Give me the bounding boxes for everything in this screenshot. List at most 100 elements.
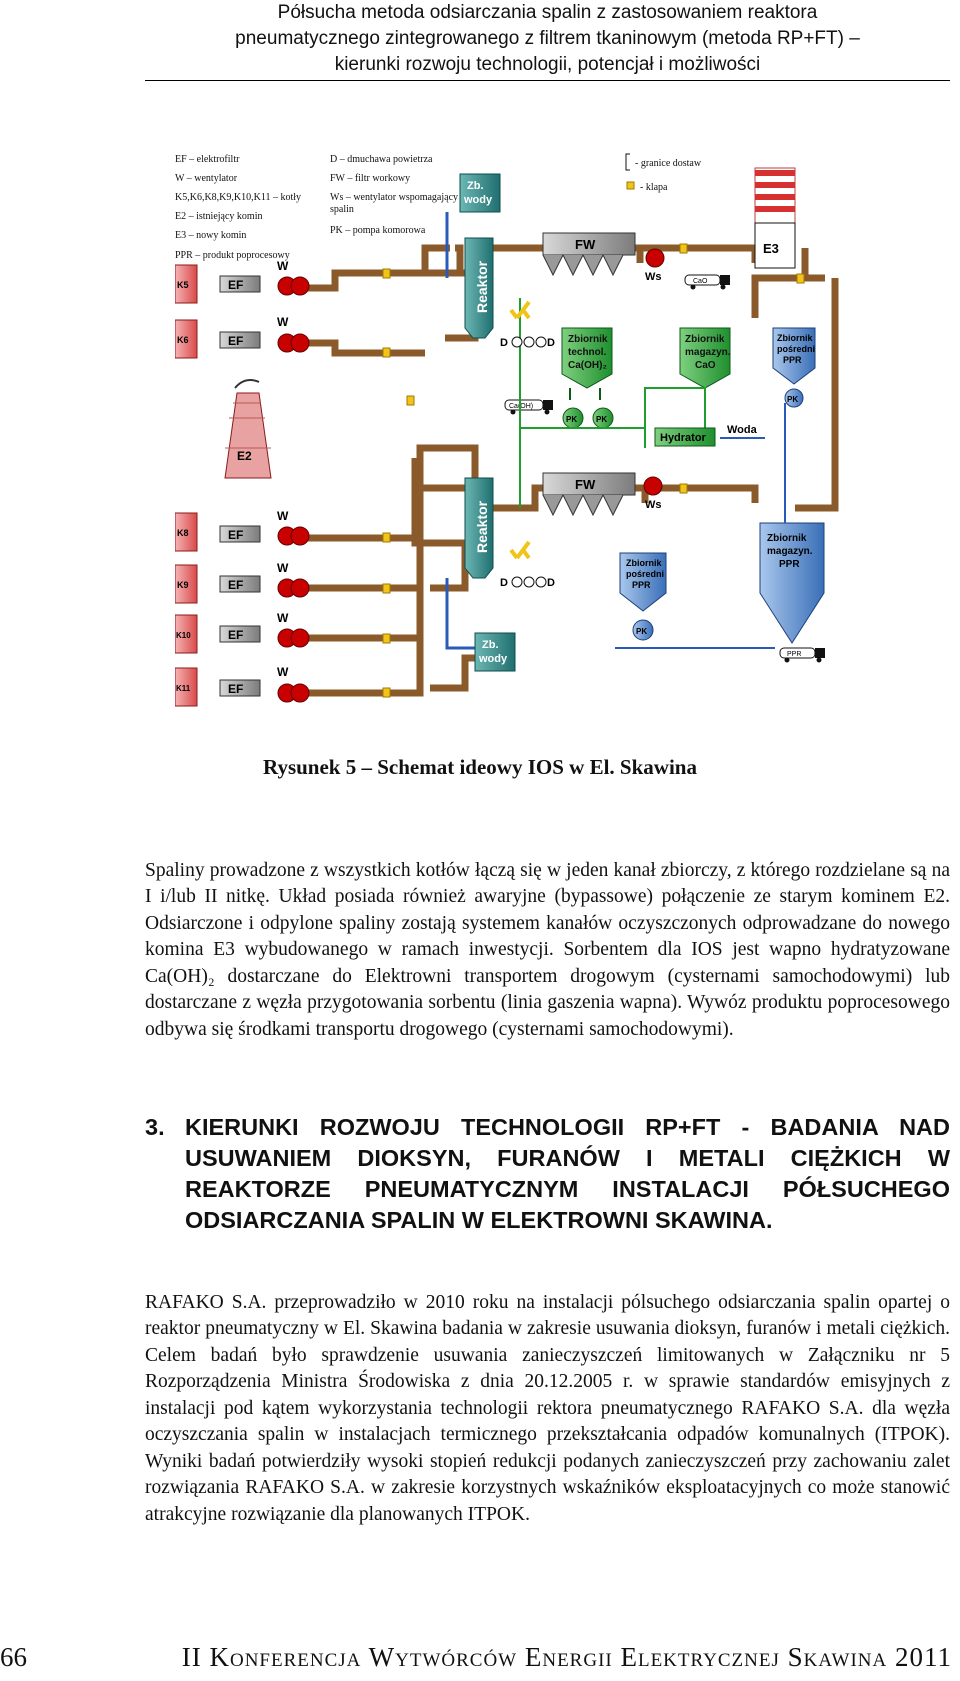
legend-ws: Ws – wentylator wspomagający (330, 192, 458, 203)
tank-posr-top-line1: Zbiornik (777, 333, 813, 343)
hydrator-label: Hydrator (660, 432, 707, 444)
water-tank-bottom-line1: Zb. (482, 639, 499, 651)
bag-filter-bottom: FW (542, 472, 636, 517)
boiler-row-k9: K9 (175, 564, 198, 604)
w-k9-label: W (277, 561, 289, 575)
cao-truck-icon: CaO (684, 274, 730, 290)
klapa-icon (626, 181, 635, 190)
ef-labels: EF EF EF EF EF EF (228, 278, 243, 696)
e3-label: E3 (763, 241, 779, 256)
figure-caption: Rysunek 5 – Schemat ideowy IOS w El. Ska… (263, 755, 697, 779)
chimney-e2: E2 (224, 379, 272, 479)
ppr-truck-label: PPR (787, 651, 801, 658)
tank-posr-top-line3: PPR (783, 355, 802, 365)
legend-d: D – dmuchawa powietrza (330, 154, 433, 165)
boiler-k10-label: K10 (176, 631, 191, 640)
blower-bottom-d2: D (547, 577, 555, 589)
tank-technol: Zbiornik technol. Ca(OH)₂ (561, 327, 613, 389)
chimney-e3: E3 (754, 167, 796, 269)
pk-pumps-green: PK PK (562, 388, 614, 429)
legend-k: K5,K6,K8,K9,K10,K11 – kotły (175, 192, 301, 203)
w-k11-label: W (277, 665, 289, 679)
reactor-top: Reaktor (464, 237, 494, 339)
legend-e3: E3 – nowy komin (175, 230, 246, 241)
page-footer: 66 II Konferencja Wytwórców Energii Elek… (0, 1642, 960, 1678)
w-k10-label: W (277, 611, 289, 625)
boiler-row-k6: K6 (175, 319, 198, 359)
legend-fw: FW – filtr workowy (330, 173, 410, 184)
tank-cao-line1: Zbiornik (685, 334, 725, 345)
w-k6-label: W (277, 315, 289, 329)
tank-cao-line2: magazyn. (685, 347, 731, 358)
ws-top-label: Ws (645, 271, 662, 283)
ef-k11-label: EF (228, 682, 243, 696)
header-line-1: Półsucha metoda odsiarczania spalin z za… (277, 2, 818, 23)
w-k8-label: W (277, 509, 289, 523)
ppr-truck-icon: PPR (779, 647, 825, 663)
ef-k8-label: EF (228, 528, 243, 542)
tank-posr-ppr-bottom: Zbiornik pośredni PPR PK (615, 552, 775, 649)
bag-filter-top: FW (542, 232, 636, 277)
blower-top-d2: D (547, 337, 555, 349)
caoh-truck-icon: Ca(OH) (504, 399, 553, 415)
legend-e2: E2 – istniejący komin (175, 211, 263, 222)
header-line-3: kierunki rozwoju technologii, potencjał … (334, 54, 761, 75)
section-number: 3. (145, 1114, 165, 1140)
pk-green-1-label: PK (566, 415, 577, 424)
fw-bottom-label: FW (575, 477, 596, 492)
tank-posr-bottom-line3: PPR (632, 580, 651, 590)
ef-k5-label: EF (228, 278, 243, 292)
header-line-2: pneumatycznego zintegrowanego z filtrem … (235, 28, 860, 49)
ws-bottom-fan (643, 476, 663, 496)
w-fans (277, 276, 310, 703)
legend-pk: PK – pompa komorowa (330, 225, 426, 236)
tank-mag-ppr-line3: PPR (779, 559, 800, 570)
water-tank-bottom-line2: wody (478, 653, 508, 665)
tank-cao: Zbiornik magazyn. CaO (679, 327, 731, 389)
e2-label: E2 (237, 449, 252, 463)
tank-technol-line3: Ca(OH)₂ (568, 360, 607, 371)
ef-units (219, 275, 261, 697)
legend-ws-2: spalin (330, 204, 354, 215)
ws-bottom-label: Ws (645, 499, 662, 511)
boiler-row-k11: K11 (175, 667, 198, 707)
bracket-icon (625, 153, 630, 171)
boiler-row-k8: K8 (175, 512, 198, 552)
ios-schematic-diagram: EF – elektrofiltr W – wentylator K5,K6,K… (175, 153, 839, 707)
ios-schematic-figure: EF – elektrofiltr W – wentylator K5,K6,K… (175, 148, 950, 743)
blowers-bottom: D D (500, 540, 555, 589)
water-tank-bottom: Zb. wody (445, 578, 516, 672)
blower-top-d1: D (500, 337, 508, 349)
legend-klapa: - klapa (640, 182, 668, 193)
paragraph-1: Spaliny prowadzone z wszystkich kotłów ł… (145, 859, 950, 1040)
running-header: Półsucha metoda odsiarczania spalin z za… (145, 0, 950, 78)
blowers-top: D D (500, 300, 555, 349)
boiler-k11-label: K11 (176, 684, 191, 693)
boiler-row-k10: K10 (175, 614, 198, 654)
tank-posr-bottom-line2: pośredni (626, 569, 664, 579)
tank-posr-ppr-top: Zbiornik pośredni PPR PK (772, 327, 816, 408)
header-rule (145, 80, 950, 81)
water-tank-top: Zb. wody (445, 173, 501, 278)
boiler-line: K5 K6 K8 K9 K10 K11 (175, 264, 198, 707)
pk-top-label: PK (787, 395, 798, 404)
tank-cao-line3: CaO (695, 360, 716, 371)
ws-top-fan (645, 248, 665, 268)
legend-granice: - granice dostaw (635, 158, 702, 169)
tank-posr-bottom-line1: Zbiornik (626, 558, 662, 568)
w-k5-label: W (277, 259, 289, 273)
reactor-top-label: Reaktor (474, 260, 490, 313)
water-tank-top-line2: wody (463, 194, 493, 206)
ef-k6-label: EF (228, 334, 243, 348)
legend-ef: EF – elektrofiltr (175, 154, 240, 165)
tank-technol-line2: technol. (568, 347, 607, 358)
reactor-bottom: Reaktor (464, 477, 494, 579)
cao-truck-label: CaO (693, 278, 708, 285)
legend: EF – elektrofiltr W – wentylator K5,K6,K… (175, 153, 702, 261)
flue-ducts (300, 244, 839, 697)
conference-name: II Konferencja Wytwórców Energii Elektry… (181, 1642, 952, 1672)
ef-k10-label: EF (228, 628, 243, 642)
caoh-truck-label: Ca(OH) (509, 403, 533, 410)
boiler-row-k5: K5 (175, 264, 198, 304)
hydrator: Hydrator (654, 427, 716, 447)
